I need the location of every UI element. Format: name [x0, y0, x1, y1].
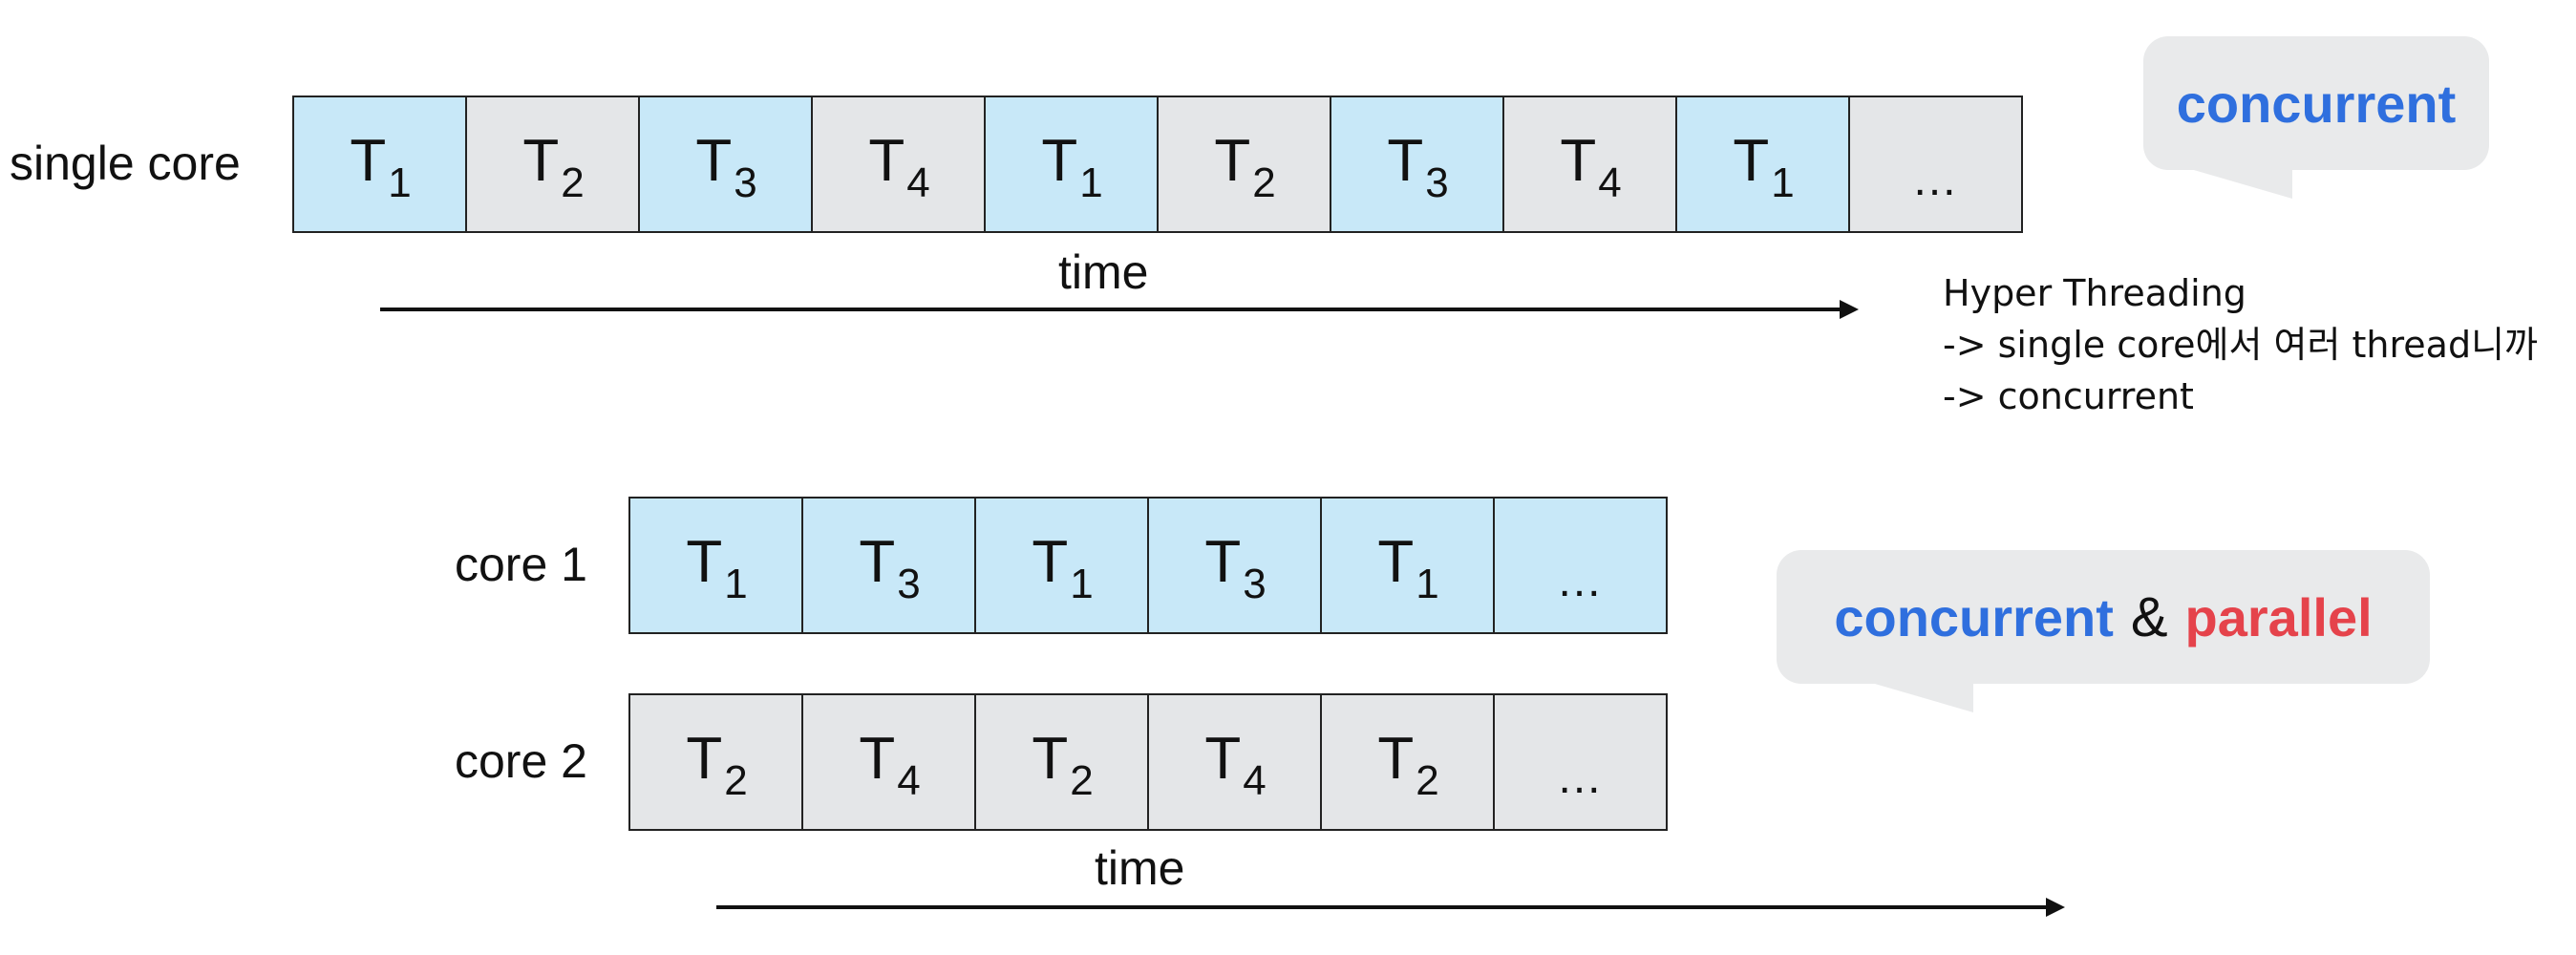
task-label: T [350, 127, 387, 194]
single-core-time-arrow [380, 300, 1859, 319]
task-label: T [1032, 528, 1069, 595]
note-line-1: Hyper Threading [1943, 272, 2246, 314]
task-label: T [1733, 127, 1770, 194]
task-label: T [695, 127, 733, 194]
concurrent-parallel-speech-bubble: concurrent & parallel [1777, 550, 2430, 712]
speech-bubble-tail [1868, 682, 1973, 712]
task-subscript: 1 [1070, 561, 1094, 607]
multi-core-time-arrow [716, 898, 2065, 917]
ampersand-text: & [2130, 585, 2168, 648]
task-subscript: 3 [897, 561, 921, 607]
task-label: T [686, 528, 723, 595]
parallel-text: parallel [2184, 586, 2373, 647]
ellipsis-label: ... [1913, 154, 1958, 205]
task-label: T [522, 127, 560, 194]
core-2-task-cell: ... [1493, 693, 1668, 831]
task-subscript: 3 [1425, 159, 1449, 206]
task-subscript: 2 [1070, 757, 1094, 804]
note-line-3: -> concurrent [1943, 375, 2194, 417]
task-label: T [1204, 528, 1242, 595]
task-subscript: 4 [906, 159, 930, 206]
task-label: T [1377, 528, 1415, 595]
task-label: T [1041, 127, 1078, 194]
task-subscript: 1 [1079, 159, 1103, 206]
task-subscript: 3 [1243, 561, 1267, 607]
task-label: T [1387, 127, 1424, 194]
task-label: T [1204, 725, 1242, 792]
single-core-label: single core [10, 137, 241, 190]
task-label: T [686, 725, 723, 792]
task-subscript: 2 [561, 159, 585, 206]
task-subscript: 2 [724, 757, 748, 804]
speech-bubble-tail [2187, 168, 2292, 199]
core-2-label: core 2 [455, 734, 587, 788]
ellipsis-label: ... [1558, 555, 1603, 606]
task-subscript: 4 [1598, 159, 1622, 206]
multi-core-time-label: time [1095, 841, 1185, 895]
task-subscript: 3 [734, 159, 757, 206]
task-subscript: 1 [724, 561, 748, 607]
core-1-task-cell: ... [1493, 497, 1668, 634]
task-subscript: 2 [1416, 757, 1439, 804]
task-label: T [1377, 725, 1415, 792]
hyper-threading-note: Hyper Threading -> single core에서 여러 thre… [1943, 267, 2538, 422]
task-label: T [1214, 127, 1251, 194]
task-subscript: 1 [1416, 561, 1439, 607]
task-label: T [859, 725, 896, 792]
task-subscript: 4 [1243, 757, 1267, 804]
ellipsis-label: ... [1558, 752, 1603, 803]
task-subscript: 1 [1771, 159, 1795, 206]
task-subscript: 2 [1252, 159, 1276, 206]
note-line-2: -> single core에서 여러 thread니까 [1943, 324, 2538, 366]
task-subscript: 4 [897, 757, 921, 804]
single-core-time-label: time [1058, 245, 1149, 299]
concurrent-text: concurrent [2176, 73, 2457, 134]
concurrent-text: concurrent [1834, 586, 2114, 647]
core-1-label: core 1 [455, 538, 587, 591]
concurrent-speech-bubble: concurrent [2143, 36, 2489, 199]
task-label: T [1032, 725, 1069, 792]
task-label: T [1560, 127, 1597, 194]
task-label: T [868, 127, 905, 194]
task-subscript: 1 [388, 159, 412, 206]
task-label: T [859, 528, 896, 595]
single-core-task-cell: ... [1848, 96, 2023, 233]
